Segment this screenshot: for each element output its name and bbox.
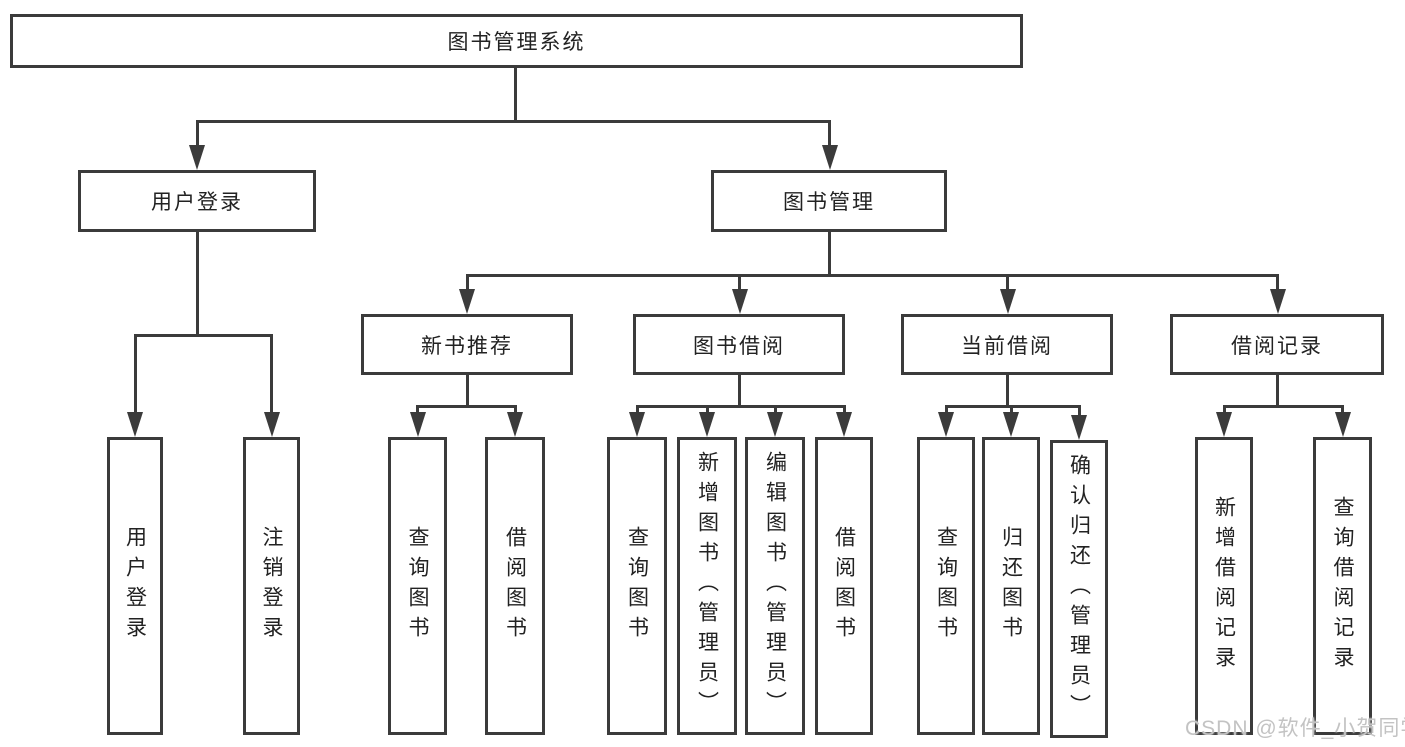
connector-recommend-stem <box>465 375 469 408</box>
leaf-current-confirm-return-admin: 确认归还（管理员） <box>1050 440 1108 738</box>
connector-borrowing-stem <box>737 375 741 408</box>
connector-book-mgmt-drop <box>827 120 831 150</box>
arrow-down <box>409 412 426 437</box>
leaf-logout-login: 注销登录 <box>243 437 300 735</box>
leaf-recommend-borrow-books: 借阅图书 <box>485 437 545 735</box>
connector-leaf-drop <box>944 405 948 414</box>
connector-leaf-drop <box>513 405 517 414</box>
node-user-login: 用户登录 <box>78 170 316 232</box>
arrow-down <box>629 412 645 437</box>
arrow-down <box>1216 412 1232 437</box>
node-new-book-recommendation: 新书推荐 <box>361 314 573 375</box>
connector-leaf-drop <box>416 405 419 414</box>
leaf-borrowing-add-books-admin: 新增图书（管理员） <box>677 437 737 735</box>
connector-records-rail <box>1224 405 1344 408</box>
node-book-management: 图书管理 <box>711 170 947 232</box>
connector-leaf-drop <box>270 334 273 413</box>
leaf-user-login: 用户登录 <box>107 437 163 735</box>
leaf-current-return-books: 归还图书 <box>982 437 1040 735</box>
arrow-down <box>1334 412 1351 437</box>
node-borrowing-records: 借阅记录 <box>1170 314 1384 375</box>
connector-leaf-drop <box>842 405 846 414</box>
connector-leaf-drop <box>1222 405 1226 414</box>
leaf-borrowing-borrow-books: 借阅图书 <box>815 437 873 735</box>
leaf-current-query-books: 查询图书 <box>917 437 975 735</box>
csdn-watermark: CSDN @软件_小贺同学 <box>1185 717 1405 740</box>
leaf-records-add-record: 新增借阅记录 <box>1195 437 1253 735</box>
connector-borrowing-rail <box>637 405 846 408</box>
connector-leaf-drop <box>133 334 137 413</box>
leaf-records-query-record: 查询借阅记录 <box>1313 437 1372 735</box>
arrow-down <box>767 412 783 437</box>
node-library-system: 图书管理系统 <box>10 14 1023 68</box>
connector-records-stem <box>1275 375 1279 408</box>
arrow-down <box>821 145 838 170</box>
connector-root-stem <box>513 68 517 122</box>
connector-leaf-drop <box>635 405 639 414</box>
arrow-down <box>1269 289 1286 314</box>
arrow-down <box>938 412 954 437</box>
connector-leaf-drop <box>1009 405 1013 414</box>
connector-leaf-drop <box>705 405 709 414</box>
connector-l3-drop <box>1275 274 1279 292</box>
arrow-down <box>507 412 523 437</box>
node-current-borrowing: 当前借阅 <box>901 314 1113 375</box>
arrow-down <box>836 412 852 437</box>
leaf-borrowing-edit-books-admin: 编辑图书（管理员） <box>745 437 805 735</box>
connector-current-rail <box>946 405 1081 408</box>
arrow-down <box>1003 412 1019 437</box>
connector-current-stem <box>1005 375 1009 408</box>
connector-book-mgmt-stem <box>827 232 831 277</box>
connector-l3-drop <box>737 274 741 292</box>
connector-l3-drop <box>465 274 469 292</box>
leaf-borrowing-query-books: 查询图书 <box>607 437 667 735</box>
connector-user-login-stem <box>195 232 199 337</box>
leaf-recommend-query-books: 查询图书 <box>388 437 447 735</box>
connector-l3-drop <box>1005 274 1009 292</box>
arrow-down <box>999 289 1016 314</box>
arrow-down <box>699 412 715 437</box>
arrow-down <box>1071 415 1087 440</box>
arrow-down <box>731 289 748 314</box>
connector-leaf-drop <box>1341 405 1344 414</box>
connector-user-login-drop <box>195 120 199 150</box>
arrow-down <box>459 289 475 314</box>
arrow-down <box>263 412 280 437</box>
arrow-down <box>127 412 143 437</box>
connector-recommend-rail <box>417 405 517 408</box>
connector-leaf-drop <box>1077 405 1081 417</box>
connector-user-login-rail <box>135 334 273 337</box>
connector-level2-rail <box>197 120 830 123</box>
arrow-down <box>189 145 205 170</box>
connector-leaf-drop <box>773 405 777 414</box>
node-book-borrowing: 图书借阅 <box>633 314 845 375</box>
connector-level3-rail <box>467 274 1279 277</box>
